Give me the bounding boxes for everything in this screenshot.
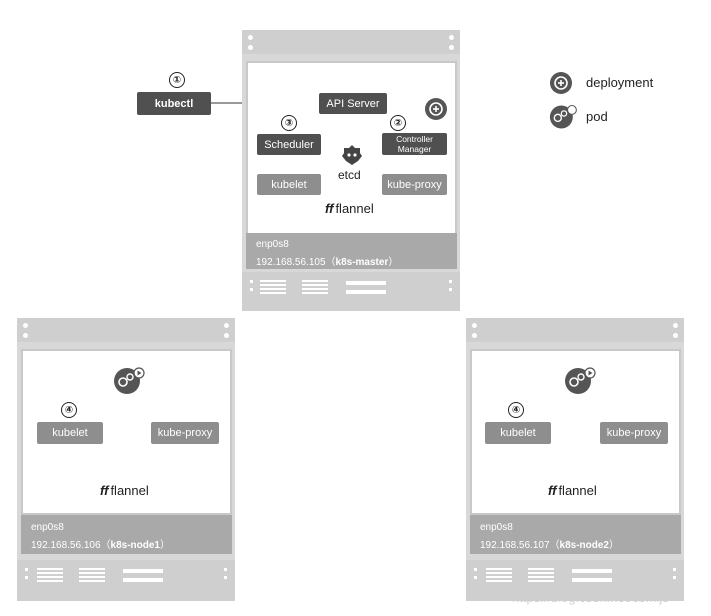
master-top-bar [242, 30, 460, 54]
deployment-icon [425, 98, 447, 120]
flannel-icon: ff [548, 483, 557, 498]
node1-kubelet-box: kubelet [37, 422, 103, 444]
master-base [242, 272, 460, 311]
node1-pod-icon [114, 367, 145, 394]
master-network-band: enp0s8 192.168.56.105（k8s-master） [246, 233, 457, 269]
master-kubelet-box: kubelet [257, 174, 321, 195]
node1-base [17, 560, 235, 601]
node1-network-band: enp0s8 192.168.56.106（k8s-node1） [21, 515, 232, 554]
flannel-icon: ff [325, 201, 334, 216]
legend-pod-icon [549, 105, 577, 129]
controller-manager-box: Controller Manager [382, 133, 447, 155]
step-3-marker: ③ [281, 115, 297, 131]
flannel-icon: ff [100, 483, 109, 498]
node2-base [466, 560, 684, 601]
node1-step-4-marker: ④ [61, 402, 77, 418]
scheduler-box: Scheduler [257, 134, 321, 155]
master-iface: enp0s8 [256, 239, 289, 250]
node2-kubelet-box: kubelet [485, 422, 551, 444]
node2-iface: enp0s8 [480, 522, 513, 533]
node2-server: enp0s8 192.168.56.107（k8s-node2） [466, 318, 684, 601]
step-1-marker: ① [169, 72, 185, 88]
legend-deployment-icon [550, 72, 572, 94]
legend-deployment-label: deployment [586, 75, 654, 90]
step-2-marker: ② [390, 115, 406, 131]
node2-address: 192.168.56.107（k8s-node2） [480, 540, 619, 551]
kubectl-box: kubectl [137, 92, 211, 115]
node2-step-4-marker: ④ [508, 402, 524, 418]
watermark: https://blog.csdn.net/cbmljs [512, 590, 669, 605]
node1-iface: enp0s8 [31, 522, 64, 533]
node1-kube-proxy-box: kube-proxy [151, 422, 219, 444]
master-server: enp0s8 192.168.56.105（k8s-master） [242, 30, 460, 311]
legend-pod-label: pod [586, 109, 608, 124]
node2-network-band: enp0s8 192.168.56.107（k8s-node2） [470, 515, 681, 554]
node1-address: 192.168.56.106（k8s-node1） [31, 540, 170, 551]
master-kube-proxy-box: kube-proxy [382, 174, 447, 195]
node1-server: enp0s8 192.168.56.106（k8s-node1） [17, 318, 235, 601]
api-server-box: API Server [319, 93, 387, 114]
node2-kube-proxy-box: kube-proxy [600, 422, 668, 444]
etcd-icon [342, 145, 362, 165]
node2-pod-icon [565, 367, 596, 394]
master-address: 192.168.56.105（k8s-master） [256, 257, 399, 268]
etcd-label: etcd [338, 168, 361, 182]
